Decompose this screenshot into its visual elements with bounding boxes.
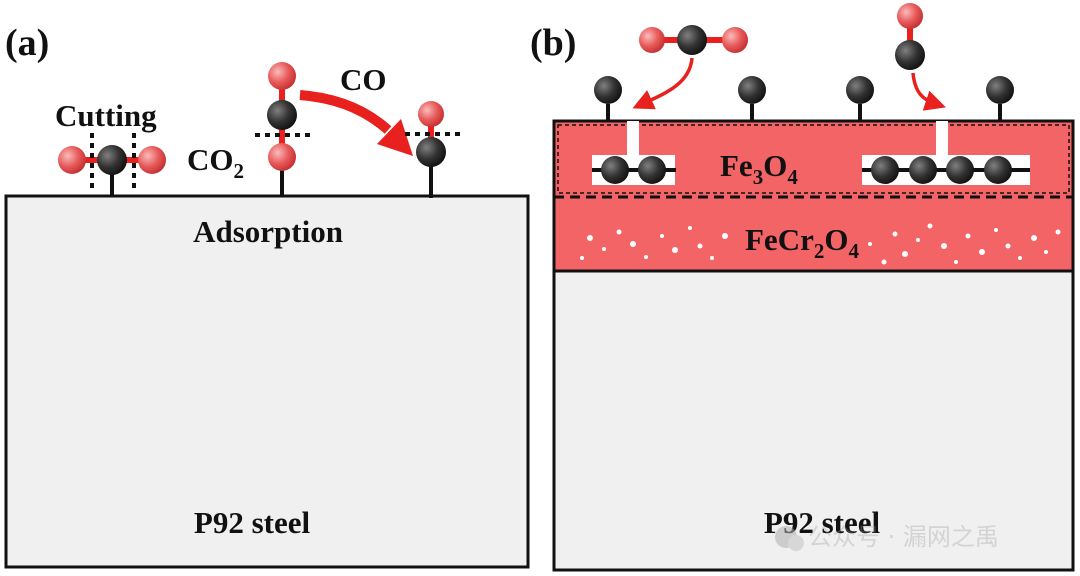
carbon-atom: [984, 156, 1012, 184]
fecr2o4-precipitates: [580, 223, 1061, 265]
oxygen-atom: [268, 143, 296, 171]
adsorbed-co-molecule: [405, 101, 460, 198]
fe3o4-part: O: [763, 148, 787, 183]
substrate-label-a: P92 steel: [194, 505, 311, 540]
fe3o4-part: Fe: [720, 148, 753, 183]
carbon-atom: [871, 156, 899, 184]
fecr2o4-part: O: [824, 222, 848, 257]
precipitate-dot: [954, 260, 958, 264]
panel-b: (b) Fe3O4 FeCr2O4: [530, 3, 1075, 572]
precipitate-dot: [1055, 229, 1061, 235]
oxygen-atom: [58, 146, 86, 174]
precipitate-dot: [1005, 243, 1011, 249]
oxygen-atom: [897, 3, 923, 29]
fe3o4-inner-outline: [557, 124, 1070, 194]
co-diffusion-arrow: [911, 72, 946, 111]
p92-steel-substrate-a: [4, 194, 530, 569]
cutting-label: Cutting: [55, 98, 157, 133]
co-label: CO: [340, 62, 387, 97]
incoming-co2-molecule: [639, 25, 748, 55]
wechat-icon: [788, 535, 804, 551]
carbon-atom: [986, 76, 1014, 104]
precipitate-dot: [688, 226, 692, 230]
oxygen-atom: [138, 146, 166, 174]
precipitate-dot: [892, 231, 898, 237]
precipitate-dot: [881, 259, 887, 265]
vertical-co2-molecule: [255, 62, 312, 197]
precipitate-dot: [722, 233, 728, 239]
co2-diffusion-arrow: [632, 57, 694, 110]
fecr2o4-label: FeCr2O4: [745, 222, 859, 263]
fecr2o4-layer: [555, 197, 1072, 271]
panel-a: (a) Adsorption P92 steel Cutting CO2 CO: [4, 22, 530, 569]
co2-label: CO2: [187, 142, 244, 183]
release-arrow: [299, 90, 392, 134]
carbon-atom: [895, 40, 925, 70]
carbon-atom: [946, 156, 974, 184]
fecr2o4-sub: 2: [814, 239, 825, 263]
fe3o4-sub: 3: [753, 165, 764, 189]
oxygen-atom: [639, 27, 665, 53]
precipitate-dot: [1018, 256, 1022, 260]
carbon-atom: [846, 76, 874, 104]
precipitate-dot: [941, 243, 947, 249]
precipitate-dot: [868, 242, 872, 246]
panel-b-label: (b): [530, 22, 576, 64]
co2-label-sub: 2: [234, 159, 245, 183]
carbon-atom: [594, 76, 622, 104]
adsorption-label: Adsorption: [193, 214, 343, 249]
carbon-atom: [909, 156, 937, 184]
carbon-atom: [638, 156, 666, 184]
panel-a-label: (a): [5, 22, 49, 64]
precipitate-dot: [644, 255, 648, 259]
precipitate-dot: [660, 234, 664, 238]
precipitate-dot: [697, 243, 703, 249]
carbon-channel-right: [862, 121, 1030, 185]
precipitate-dot: [979, 249, 985, 255]
precipitate-dot: [580, 256, 584, 260]
co2-label-main: CO: [187, 142, 234, 177]
precipitate-dot: [902, 251, 908, 257]
fecr2o4-part: FeCr: [745, 222, 814, 257]
precipitate-dot: [616, 229, 622, 235]
precipitate-dot: [710, 256, 714, 260]
precipitate-dot: [630, 241, 636, 247]
diffusion-path: [627, 121, 639, 161]
oxygen-atom: [418, 101, 444, 127]
carbon-atom: [97, 145, 127, 175]
horizontal-co2-molecule: [58, 133, 166, 197]
release-arrow-head: [377, 119, 413, 156]
fe3o4-label: Fe3O4: [720, 148, 798, 189]
carbon-atom: [267, 100, 297, 130]
watermark: 公众号 · 漏网之禹: [775, 523, 999, 551]
carbon-atom: [601, 156, 629, 184]
diffusion-path: [936, 121, 948, 161]
surface-carbon-atoms: [594, 76, 1014, 121]
precipitate-dot: [1031, 235, 1037, 241]
precipitate-dot: [587, 235, 593, 241]
fe3o4-sub: 4: [787, 165, 798, 189]
precipitate-dot: [994, 228, 998, 232]
oxygen-atom: [722, 27, 748, 53]
incoming-co-molecule: [895, 3, 925, 70]
precipitate-dot: [916, 238, 920, 242]
fecr2o4-sub: 4: [848, 239, 859, 263]
precipitate-dot: [1044, 250, 1048, 254]
watermark-text: 公众号 · 漏网之禹: [808, 523, 999, 551]
carbon-atom: [677, 25, 707, 55]
oxygen-atom: [268, 62, 296, 90]
precipitate-dot: [965, 233, 971, 239]
precipitate-dot: [927, 223, 933, 229]
carbon-atom: [416, 137, 446, 167]
carbon-atom: [738, 76, 766, 104]
precipitate-dot: [602, 247, 606, 251]
precipitate-dot: [672, 247, 678, 253]
carbon-channel-left: [592, 121, 676, 185]
